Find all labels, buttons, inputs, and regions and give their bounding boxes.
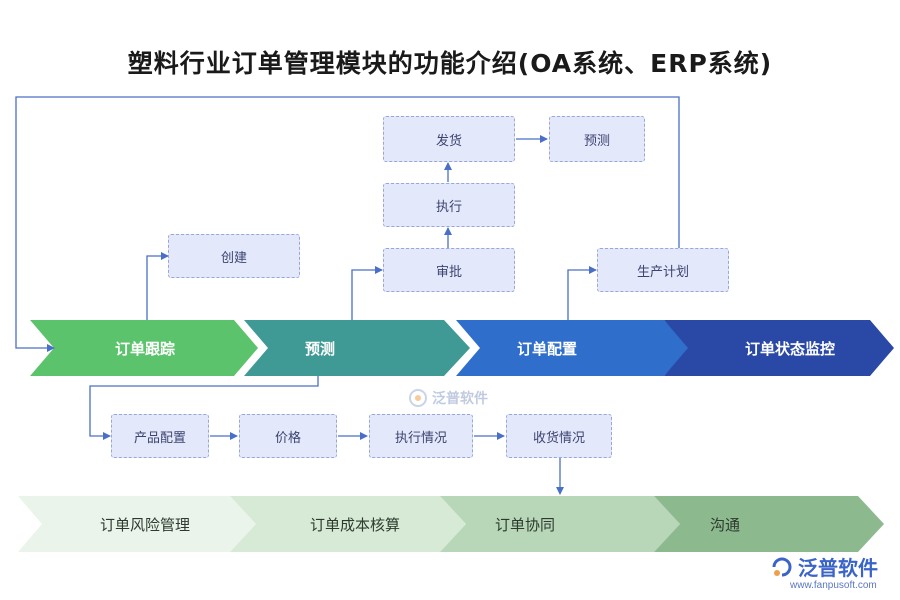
brand-logo: 泛普软件 <box>770 552 878 581</box>
watermark-text: 泛普软件 <box>432 391 488 407</box>
brand-logo-icon <box>409 389 427 407</box>
label-risk-management: 订单风险管理 <box>99 515 190 534</box>
label-cost-accounting: 订单成本核算 <box>309 515 400 534</box>
box-approve: 审批 <box>383 248 515 292</box>
brand-name: 泛普软件 <box>798 556 878 580</box>
box-create: 创建 <box>168 234 300 278</box>
label-order-status-monitor: 订单状态监控 <box>744 339 835 358</box>
watermark: 泛普软件 <box>408 388 488 408</box>
box-production-plan: 生产计划 <box>597 248 729 292</box>
chevron-cost-accounting <box>230 496 466 552</box>
connector-approve <box>351 266 383 320</box>
label-order-tracking: 订单跟踪 <box>114 339 175 358</box>
box-forecast: 预测 <box>549 116 645 162</box>
label-forecast: 预测 <box>304 339 335 358</box>
connector-create <box>146 252 169 320</box>
box-exec-status: 执行情况 <box>369 414 473 458</box>
page-title: 塑料行业订单管理模块的功能介绍(OA系统、ERP系统) <box>127 49 773 78</box>
chevron-order-collaboration <box>440 496 680 552</box>
box-execute: 执行 <box>383 183 515 227</box>
label-communication: 沟通 <box>709 515 740 534</box>
box-receipt-status: 收货情况 <box>506 414 612 458</box>
chevron-order-config <box>456 320 690 376</box>
connector-production-plan <box>567 266 597 320</box>
chevron-communication <box>654 496 884 552</box>
box-price: 价格 <box>239 414 337 458</box>
chevron-order-status-monitor <box>664 320 894 376</box>
brand-url: www.fanpusoft.com <box>790 580 877 591</box>
box-ship: 发货 <box>383 116 515 162</box>
label-order-config: 订单配置 <box>516 339 577 358</box>
chevron-order-tracking <box>30 320 258 376</box>
chevron-risk-management <box>18 496 256 552</box>
connector-product-config <box>89 376 319 440</box>
brand-logo-icon <box>772 557 792 576</box>
feedback-loop-line <box>15 96 680 352</box>
label-order-collaboration: 订单协同 <box>494 515 555 534</box>
chevron-forecast <box>244 320 470 376</box>
box-product-config: 产品配置 <box>111 414 209 458</box>
